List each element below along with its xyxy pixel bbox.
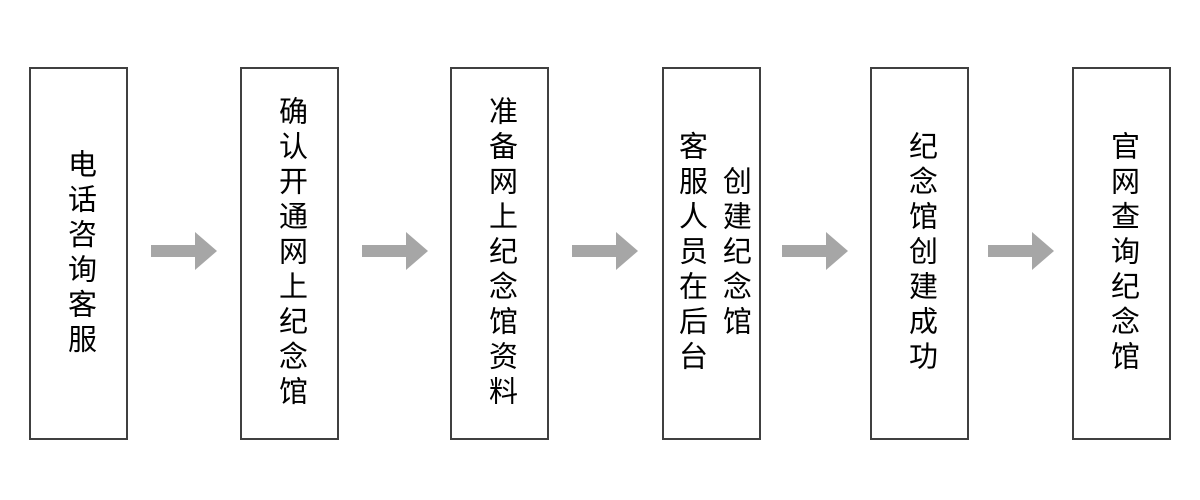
arrow-head: [195, 232, 217, 270]
right-arrow-icon: [362, 232, 428, 270]
arrow-shaft: [782, 245, 826, 257]
arrow-head: [826, 232, 848, 270]
arrow-shaft: [362, 245, 406, 257]
right-arrow-icon: [988, 232, 1054, 270]
arrow-shaft: [988, 245, 1032, 257]
arrow-shaft: [151, 245, 195, 257]
right-arrow-icon: [782, 232, 848, 270]
flow-step-6: 官网查询纪念馆: [1072, 67, 1171, 440]
flow-step-6-label: 官网查询纪念馆: [1106, 131, 1139, 376]
arrow-head: [406, 232, 428, 270]
flow-step-5-label: 纪念馆创建成功: [904, 131, 937, 376]
flow-step-1-label: 电话咨询客服: [63, 148, 96, 359]
arrow-shaft: [572, 245, 616, 257]
arrow-head: [616, 232, 638, 270]
flow-step-3-label: 准备网上纪念馆资料: [484, 96, 517, 411]
flow-step-4: 客服人员在后台 创建纪念馆: [662, 67, 761, 440]
flow-step-4-label-col1: 客服人员在后台: [674, 131, 707, 376]
right-arrow-icon: [572, 232, 638, 270]
flow-step-5: 纪念馆创建成功: [870, 67, 969, 440]
flow-step-2-label: 确认开通网上纪念馆: [274, 96, 307, 411]
arrow-head: [1032, 232, 1054, 270]
flow-step-2: 确认开通网上纪念馆: [240, 67, 339, 440]
flow-step-3: 准备网上纪念馆资料: [450, 67, 549, 440]
flow-step-4-label-col2: 创建纪念馆: [718, 166, 751, 341]
right-arrow-icon: [151, 232, 217, 270]
flow-step-1: 电话咨询客服: [29, 67, 128, 440]
